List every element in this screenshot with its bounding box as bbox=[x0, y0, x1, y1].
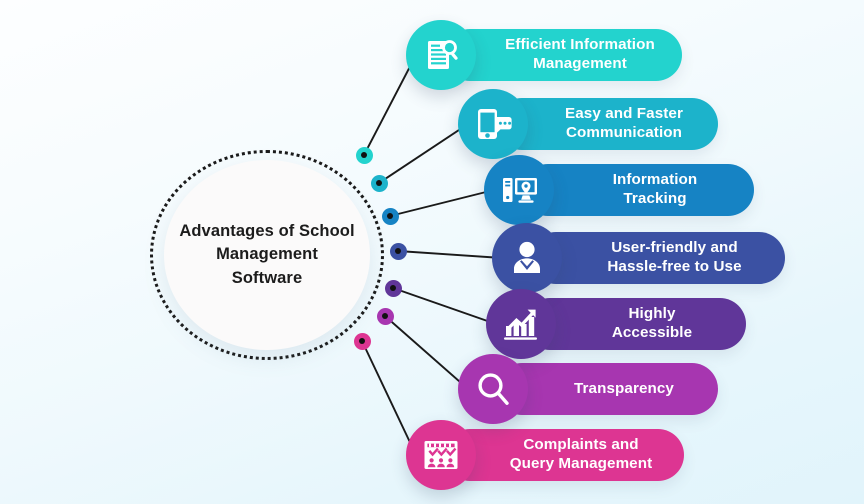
ring-node-center bbox=[387, 213, 393, 219]
document-search-icon bbox=[421, 35, 461, 75]
connector-line-transparency bbox=[384, 315, 469, 390]
advantage-badge-highly-accessible[interactable] bbox=[486, 289, 556, 359]
ring-node-center bbox=[361, 152, 367, 158]
connector-line-complaints-and-query-management bbox=[361, 340, 417, 456]
ring-node-dot-complaints-and-query-management[interactable] bbox=[353, 332, 371, 350]
advantage-badge-information-tracking[interactable] bbox=[484, 155, 554, 225]
advantage-badge-complaints-and-query-management[interactable] bbox=[406, 420, 476, 490]
checklist-board-icon bbox=[421, 435, 461, 475]
ring-node-center bbox=[395, 248, 401, 254]
advantage-badge-transparency[interactable] bbox=[458, 354, 528, 424]
ring-node-dot-transparency[interactable] bbox=[376, 307, 394, 325]
desktop-location-icon bbox=[499, 170, 539, 210]
advantage-badge-efficient-information-management[interactable] bbox=[406, 20, 476, 90]
dotted-ring bbox=[150, 150, 384, 360]
phone-chat-icon bbox=[473, 104, 513, 144]
ring-node-dot-information-tracking[interactable] bbox=[381, 207, 399, 225]
ring-node-center bbox=[376, 180, 382, 186]
ring-node-center bbox=[359, 338, 365, 344]
ring-node-dot-highly-accessible[interactable] bbox=[384, 279, 402, 297]
user-person-icon bbox=[507, 238, 547, 278]
advantage-badge-easy-and-faster-communication[interactable] bbox=[458, 89, 528, 159]
center-title-line: Software bbox=[231, 268, 303, 287]
center-title-line: Advantages of School bbox=[179, 221, 355, 240]
center-title-line: Management bbox=[216, 245, 318, 264]
ring-node-center bbox=[390, 285, 396, 291]
connector-line-easy-and-faster-communication bbox=[378, 123, 469, 184]
advantage-item-transparency[interactable]: Transparency bbox=[458, 354, 718, 424]
magnifier-icon bbox=[473, 369, 513, 409]
growth-chart-icon bbox=[501, 304, 541, 344]
connector-line-user-friendly-and-hassle-free-to-use bbox=[397, 250, 503, 259]
ring-node-dot-easy-and-faster-communication[interactable] bbox=[370, 174, 388, 192]
ring-node-dot-user-friendly-and-hassle-free-to-use[interactable] bbox=[389, 242, 407, 260]
advantage-badge-user-friendly-and-hassle-free-to-use[interactable] bbox=[492, 223, 562, 293]
advantage-pill-transparency[interactable]: Transparency bbox=[496, 363, 718, 415]
connector-line-efficient-information-management bbox=[363, 54, 417, 156]
ring-node-dot-efficient-information-management[interactable] bbox=[355, 146, 373, 164]
connector-line-highly-accessible bbox=[392, 287, 497, 325]
ring-node-center bbox=[382, 313, 388, 319]
advantage-label: Transparency bbox=[574, 379, 674, 397]
connector-line-information-tracking bbox=[389, 189, 495, 217]
